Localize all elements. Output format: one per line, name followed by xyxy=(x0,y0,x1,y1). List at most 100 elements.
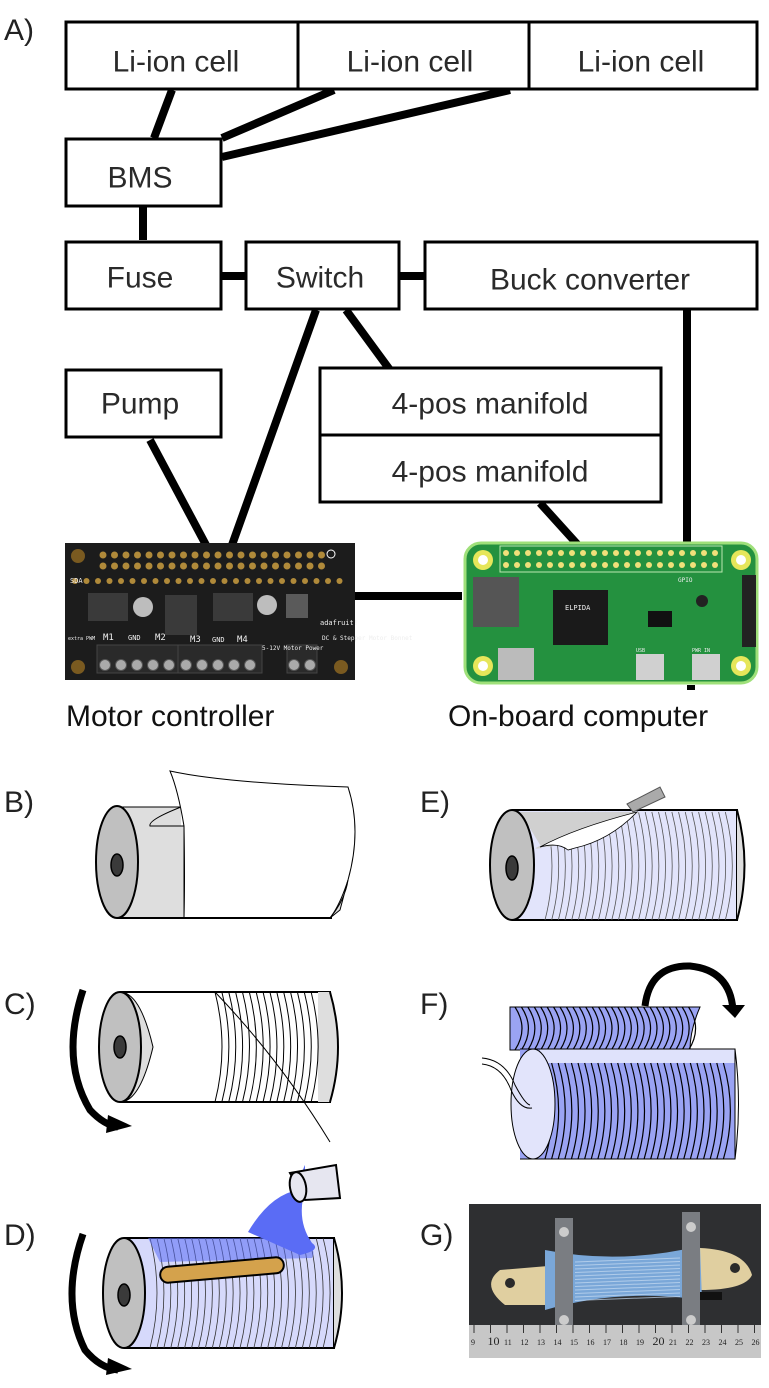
winding-line xyxy=(643,1006,652,1051)
motor-controller-caption: Motor controller xyxy=(66,700,274,733)
camera-connector xyxy=(742,575,756,647)
ruler-tick-label: 17 xyxy=(603,1338,611,1347)
usb-label: USB xyxy=(636,648,645,654)
winding-line xyxy=(610,1062,619,1160)
winding-line xyxy=(623,1062,632,1160)
panel-e-cutting xyxy=(489,786,746,921)
winding-line xyxy=(630,1006,639,1051)
gpio-pin xyxy=(646,562,652,568)
header-pin xyxy=(290,578,297,584)
header-pin xyxy=(118,578,124,584)
header-pin xyxy=(256,578,262,584)
winding-line xyxy=(610,1006,620,1051)
li-ion-cell-3: Li-ion cell xyxy=(527,20,759,91)
terminal-screw xyxy=(163,659,175,671)
terminal-screw xyxy=(131,659,143,671)
actuator-rib xyxy=(574,1268,681,1273)
winding-line xyxy=(676,1062,685,1160)
gpio-pin xyxy=(613,562,619,568)
wire-cell1-bms xyxy=(150,88,176,140)
onboard-computer-caption: On-board computer xyxy=(448,700,708,733)
winding-line xyxy=(578,1006,587,1051)
header-pin xyxy=(244,578,251,584)
razor-blade-icon xyxy=(626,786,666,813)
header-pin xyxy=(141,578,147,584)
panel-label-g: G) xyxy=(420,1219,453,1252)
gpio-pin xyxy=(580,550,586,556)
panel-d-coating xyxy=(68,1163,343,1375)
li-ion-cell-3-label: Li-ion cell xyxy=(578,46,705,79)
header-pin xyxy=(210,578,216,584)
ruler-tick-label: 21 xyxy=(669,1338,677,1347)
wiring xyxy=(139,86,695,690)
winding-line xyxy=(577,1062,586,1160)
gpio-pin xyxy=(668,550,674,556)
header-pin xyxy=(279,578,285,584)
ruler-tick-label: 23 xyxy=(702,1338,710,1347)
winding-line xyxy=(603,1062,613,1160)
gpio-pin xyxy=(701,562,707,568)
pump-box: Pump xyxy=(64,368,223,439)
ruler-tick-label: 10 xyxy=(488,1334,500,1348)
panel-label-d: D) xyxy=(4,1219,36,1252)
pwm-chip xyxy=(165,595,197,635)
gpio-pin xyxy=(569,562,575,568)
bms-label: BMS xyxy=(107,162,172,195)
header-pin xyxy=(295,562,302,570)
gpio-pin xyxy=(514,562,520,568)
pcb-brand: adafruit! xyxy=(320,619,358,627)
winding-line xyxy=(668,1006,677,1051)
header-pin xyxy=(168,562,176,570)
panel-label-b: B) xyxy=(4,786,34,819)
driver-chip-1 xyxy=(88,593,128,621)
gpio-pin xyxy=(503,562,509,568)
header-pin xyxy=(134,562,141,570)
switch-box: Switch xyxy=(244,240,401,311)
header-pin xyxy=(134,551,141,559)
header-pin xyxy=(203,551,210,559)
clamp-right xyxy=(682,1212,700,1332)
winding-line xyxy=(624,811,633,921)
winding-line xyxy=(716,1062,725,1160)
winding-line xyxy=(540,1006,549,1051)
gpio-pin xyxy=(514,550,520,556)
winding-line xyxy=(691,811,700,921)
switch-label: Switch xyxy=(276,262,364,295)
header-pin xyxy=(95,578,101,584)
foam-end-left xyxy=(491,1265,560,1305)
gpio-pin xyxy=(602,562,608,568)
wire-cell3-bms xyxy=(221,86,511,161)
li-ion-cell-2: Li-ion cell xyxy=(296,20,531,91)
winding-line xyxy=(651,811,660,921)
winding-line xyxy=(290,991,298,1103)
winding-line xyxy=(322,1237,331,1349)
winding-line xyxy=(557,1062,566,1160)
gpio-pin xyxy=(624,562,630,568)
winding-line xyxy=(688,1006,697,1051)
winding-line xyxy=(598,1006,607,1051)
pcb-product-label: DC & Stepper Motor Bonnet xyxy=(322,635,413,642)
pcb-label-gnd-2: GND xyxy=(212,636,225,644)
fuse-box: Fuse xyxy=(64,240,223,311)
winding-line xyxy=(638,811,646,921)
winding-line xyxy=(276,991,285,1103)
gpio-pin xyxy=(613,550,619,556)
terminal-screw xyxy=(196,659,208,671)
tube-connector xyxy=(700,1292,722,1300)
winding-line xyxy=(584,1062,593,1160)
header-pin xyxy=(191,551,199,559)
pcb-label-m3: M3 xyxy=(190,635,201,645)
winding-line xyxy=(617,1006,626,1051)
pcb-label-gnd-1: GND xyxy=(128,634,141,642)
terminal-screw xyxy=(99,659,111,671)
winding-line xyxy=(644,811,653,921)
header-pin xyxy=(318,562,325,570)
pcb-label-m2: M2 xyxy=(155,633,166,643)
ruler-tick-label: 12 xyxy=(521,1338,529,1347)
li-ion-cell-1-label: Li-ion cell xyxy=(113,46,240,79)
winding-line xyxy=(564,1062,573,1160)
fuse-label: Fuse xyxy=(107,262,174,295)
winding-line xyxy=(684,811,693,921)
winding-lines xyxy=(214,991,319,1103)
